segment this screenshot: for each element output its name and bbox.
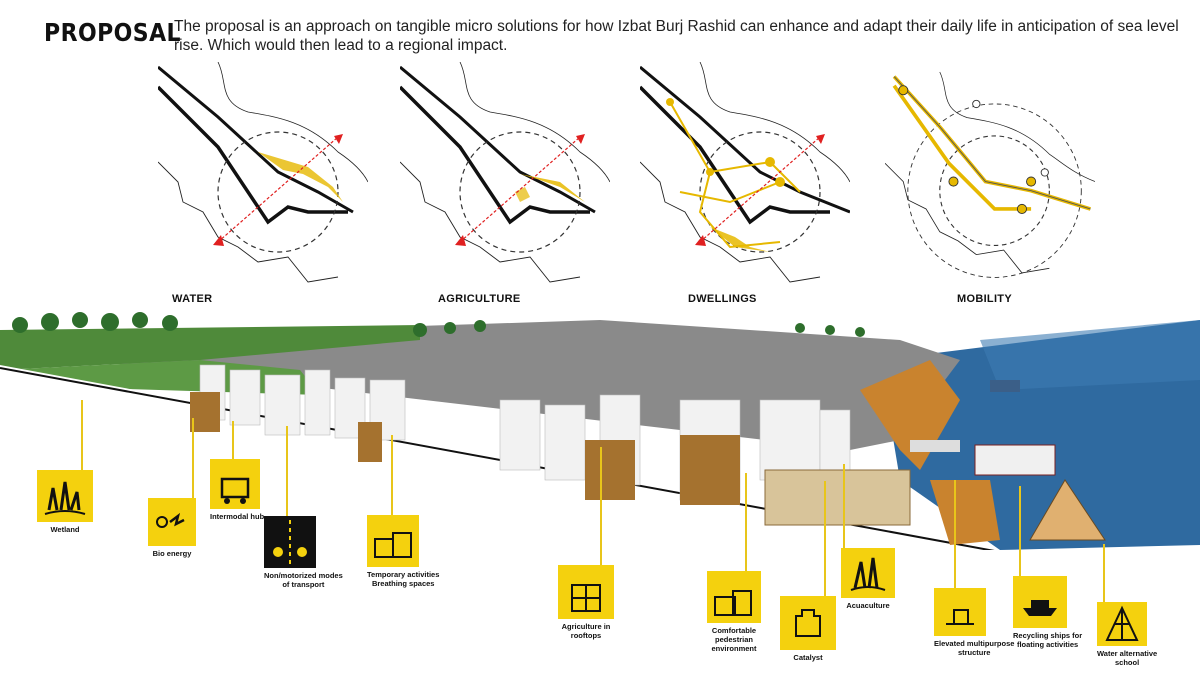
elevated-structure-icon: [934, 588, 986, 636]
bio-energy-icon: [148, 498, 196, 546]
wetland-icon: [37, 470, 93, 522]
map-label-dwellings: DWELLINGS: [688, 293, 757, 305]
catalyst-icon: [780, 596, 836, 650]
callout-label: Elevated multipurpose structure: [934, 639, 1015, 657]
callout-label: Intermodal hub: [210, 512, 265, 521]
callout-label: Acuaculture: [846, 601, 890, 610]
agriculture-map: [400, 62, 610, 283]
map-label-agriculture: AGRICULTURE: [438, 293, 521, 305]
callout-label: Wetland: [50, 525, 80, 534]
callout-label: Bio energy: [152, 549, 192, 558]
callout-aquaculture: Acuaculture: [841, 464, 895, 610]
callout-water-school: Water alternative school: [1097, 544, 1158, 667]
callout-catalyst: Catalyst: [780, 481, 836, 662]
callout-rooftop-agriculture: Agriculture in rooftops: [558, 447, 614, 640]
callout-pedestrian: Comfortable pedestrian environment: [707, 473, 761, 653]
aquaculture-icon: [841, 548, 895, 598]
transport-icon: [264, 516, 316, 568]
callout-label: Catalyst: [793, 653, 823, 662]
rooftop-agriculture-icon: [558, 565, 614, 619]
ship-icon: [1013, 576, 1067, 628]
callout-transport: Non/motorized modes of transport: [264, 426, 343, 589]
school-icon: [1097, 602, 1147, 646]
map-label-mobility: MOBILITY: [957, 293, 1012, 305]
callout-label: Non/motorized modes of transport: [264, 571, 343, 589]
callout-label: Water alternative school: [1097, 649, 1158, 667]
callout-label: Recycling ships for floating activities: [1013, 631, 1083, 649]
pedestrian-icon: [707, 571, 761, 623]
intermodal-hub-icon: [210, 459, 260, 509]
mobility-map: [885, 71, 1095, 278]
callout-temporary-activities: Temporary activities Breathing spaces: [367, 435, 440, 588]
page-title: PROPOSAL: [44, 18, 182, 47]
callout-wetland: Wetland: [37, 400, 93, 534]
callout-intermodal-hub: Intermodal hub: [210, 421, 265, 521]
intro-text: The proposal is an approach on tangible …: [174, 18, 1179, 54]
water-map: [158, 62, 368, 283]
callout-label: Agriculture in rooftops: [561, 622, 611, 640]
callout-label: Comfortable pedestrian environment: [711, 626, 757, 653]
callout-recycling-ships: Recycling ships for floating activities: [1013, 486, 1083, 649]
map-label-water: WATER: [172, 293, 213, 305]
callout-elevated-structure: Elevated multipurpose structure: [934, 480, 1015, 657]
temporary-activities-icon: [367, 515, 419, 567]
callout-label: Temporary activities Breathing spaces: [367, 570, 440, 588]
dwellings-map: [640, 62, 850, 283]
callout-bio-energy: Bio energy: [148, 418, 196, 558]
